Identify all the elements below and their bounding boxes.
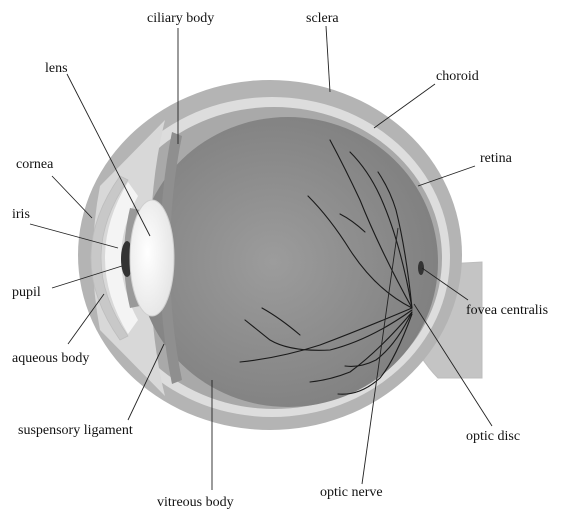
label-optic-nerve: optic nerve [320,485,383,500]
label-retina: retina [480,151,513,166]
label-vitreous-body: vitreous body [157,495,234,510]
label-choroid: choroid [436,69,479,84]
label-cornea: cornea [16,157,54,172]
label-fovea-centralis: fovea centralis [466,303,548,318]
fovea-shape [418,261,424,275]
label-suspensory-ligament: suspensory ligament [18,423,133,438]
label-ciliary-body: ciliary body [147,11,214,26]
label-iris: iris [12,207,30,222]
label-optic-disc: optic disc [466,429,520,444]
label-sclera: sclera [306,11,339,26]
lens-shape [130,200,174,316]
label-pupil: pupil [12,285,41,300]
label-lens: lens [45,61,68,76]
label-aqueous-body: aqueous body [12,351,89,366]
